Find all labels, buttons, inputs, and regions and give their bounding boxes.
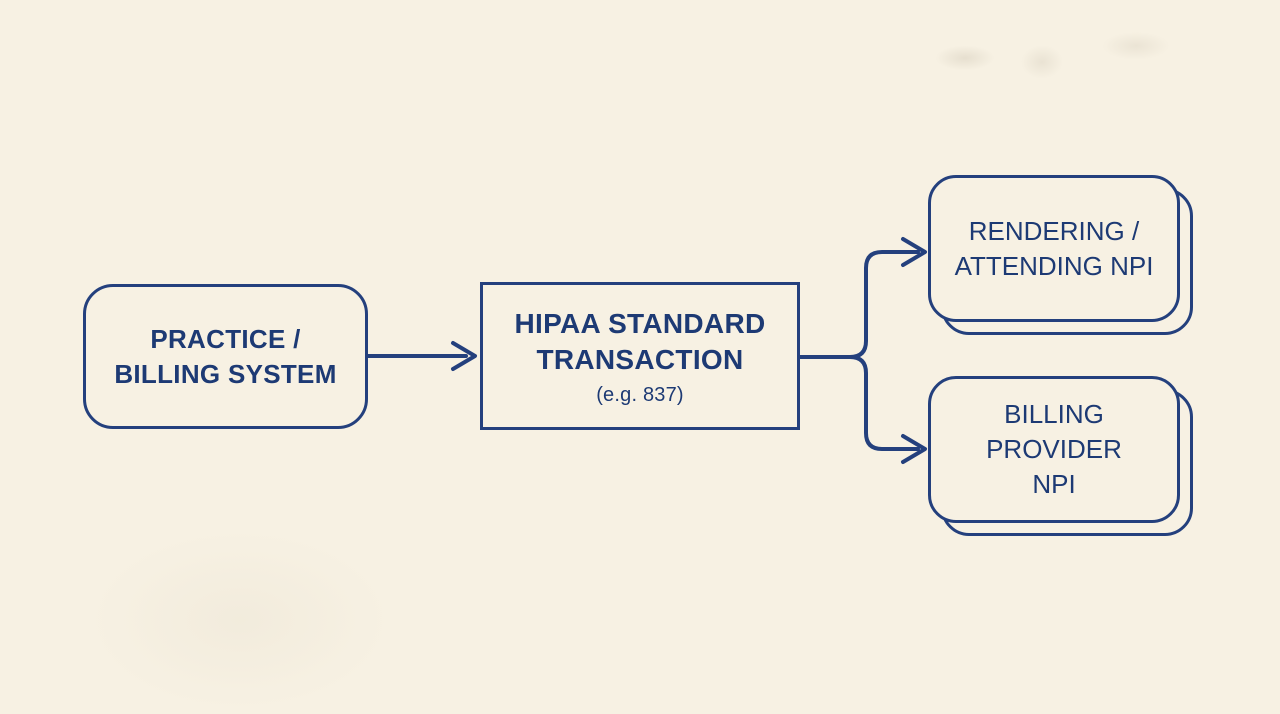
node-practice-line2: BILLING SYSTEM	[114, 358, 337, 389]
node-hipaa-line1: HIPAA STANDARD	[514, 307, 766, 339]
node-hipaa-subtitle: (e.g. 837)	[596, 383, 684, 406]
node-rendering-line1: RENDERING /	[968, 215, 1140, 246]
node-practice-line1: PRACTICE /	[150, 323, 301, 354]
node-billing-provider-npi: BILLING PROVIDER NPI	[928, 376, 1180, 523]
node-billing-line2: PROVIDER	[986, 434, 1122, 464]
node-practice-billing-system: PRACTICE / BILLING SYSTEM	[83, 284, 368, 429]
node-billing-line1: BILLING	[1004, 399, 1104, 429]
node-billing-line3: NPI	[1032, 469, 1076, 499]
node-billing-provider-npi-stack: BILLING PROVIDER NPI	[928, 376, 1193, 536]
arrowhead-hipaa-to-billing-icon	[901, 434, 927, 464]
node-hipaa-line2: TRANSACTION	[536, 343, 744, 375]
node-rendering-line2: ATTENDING NPI	[954, 250, 1154, 281]
arrowhead-practice-to-hipaa-icon	[451, 341, 477, 371]
node-hipaa-standard-transaction: HIPAA STANDARD TRANSACTION (e.g. 837)	[480, 282, 800, 430]
arrow-hipaa-to-billing	[798, 355, 920, 451]
arrowhead-hipaa-to-rendering-icon	[901, 237, 927, 267]
node-rendering-attending-npi: RENDERING / ATTENDING NPI	[928, 175, 1180, 322]
node-rendering-attending-npi-stack: RENDERING / ATTENDING NPI	[928, 175, 1193, 335]
arrow-hipaa-to-rendering	[798, 250, 920, 359]
